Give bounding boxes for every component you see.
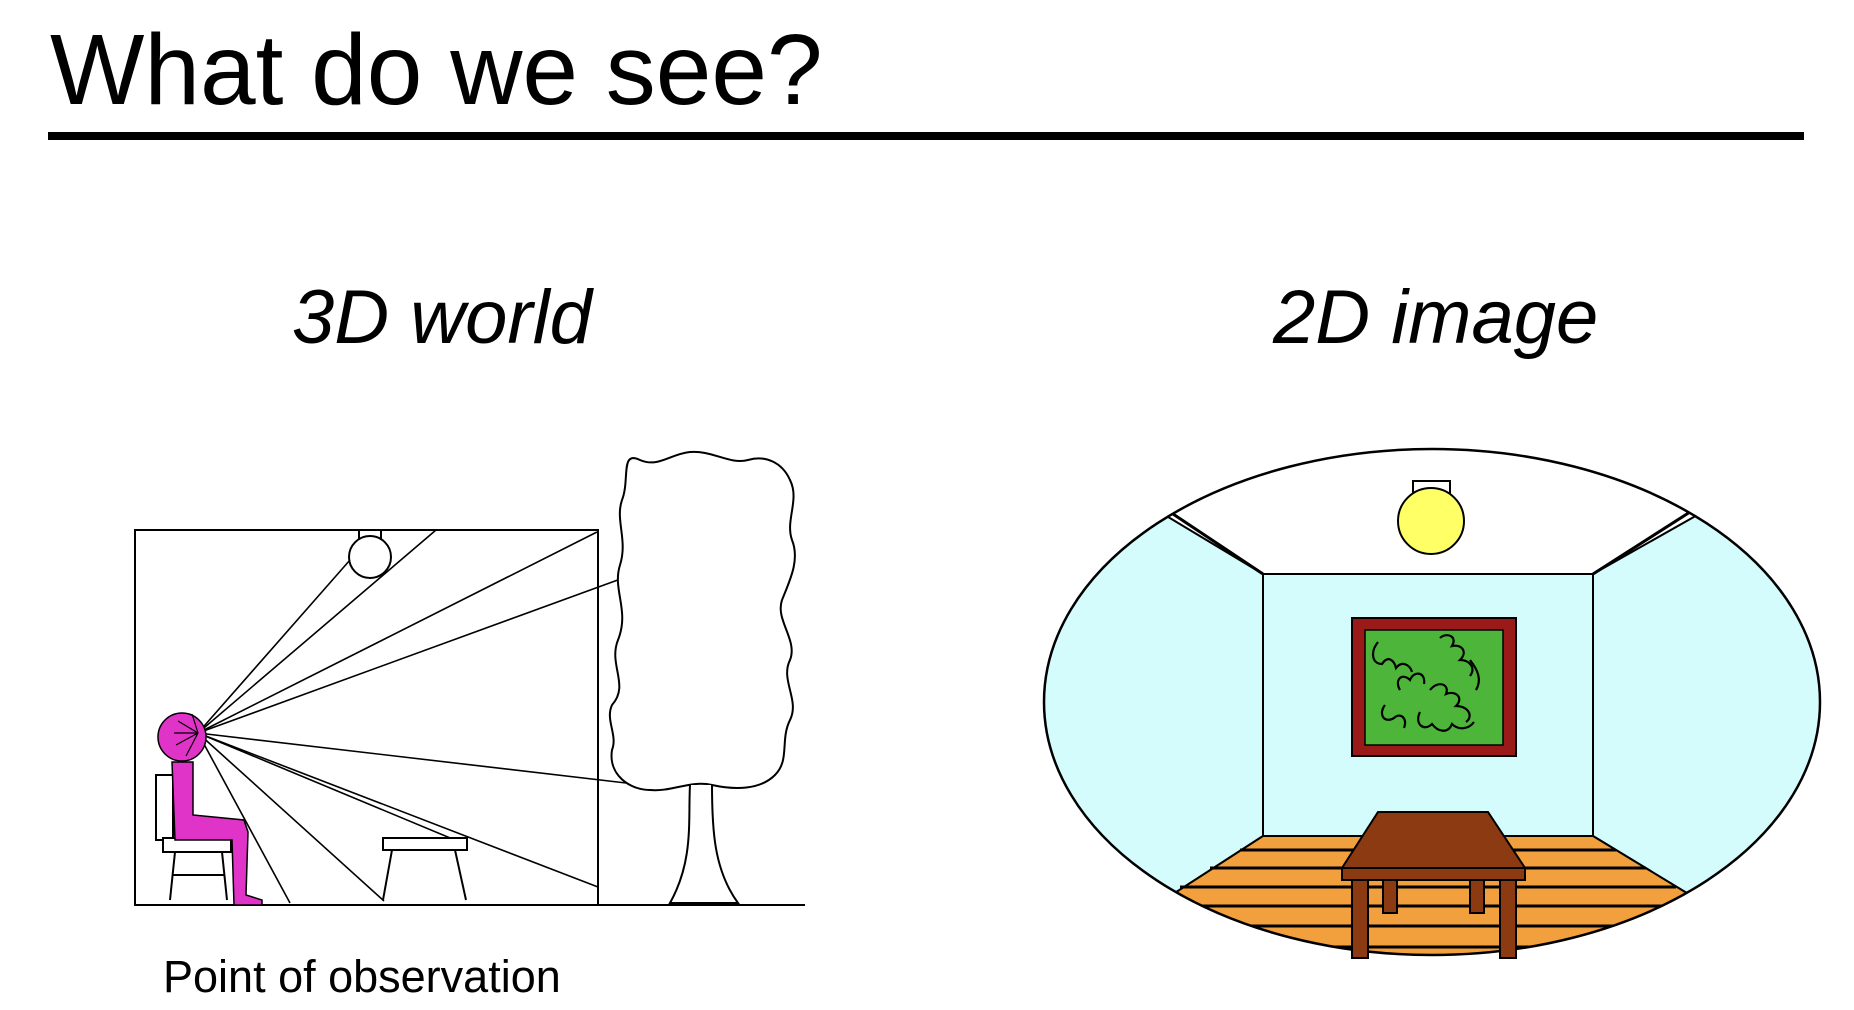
table-leg: [1469, 879, 1485, 914]
title-divider: [48, 132, 1804, 140]
eye-rays: [174, 713, 199, 757]
label-3d-world: 3D world: [292, 275, 592, 360]
chair: [155, 774, 232, 901]
table-leg: [1351, 879, 1369, 959]
painting-scribbles: [1372, 634, 1480, 732]
world-scene: [134, 450, 805, 906]
sight-lines: [197, 529, 627, 904]
caption-point-of-observation: Point of observation: [163, 951, 561, 1002]
bench: [382, 837, 468, 901]
observer-head: [157, 712, 207, 762]
ceiling-lamp: [348, 535, 392, 579]
observer-body: [171, 761, 263, 906]
label-2d-image: 2D image: [1273, 275, 1599, 360]
table-leg: [1382, 879, 1398, 914]
tree-crown: [608, 450, 796, 792]
image-lamp: [1397, 480, 1465, 555]
painting: [1351, 617, 1517, 757]
observer-person: [157, 712, 263, 906]
table: [1340, 811, 1527, 959]
view-ellipse: [1042, 447, 1822, 957]
slide-title: What do we see?: [50, 14, 823, 126]
tree-trunk: [668, 784, 740, 904]
table-leg: [1499, 879, 1517, 959]
